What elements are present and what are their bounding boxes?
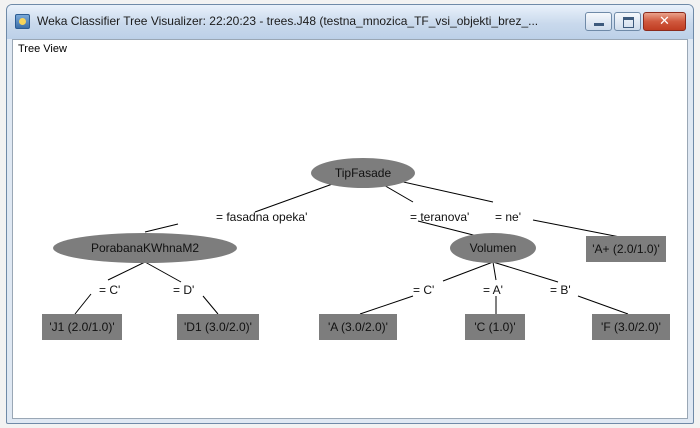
edge-line [492,261,497,281]
tree-view-panel: Tree View [12,39,688,419]
leaf-label-j1: 'J1 (2.0/1.0)' [49,320,114,334]
tree-leaf-f[interactable] [592,314,670,340]
edge-line [202,295,219,315]
close-button[interactable]: ✕ [643,12,686,31]
edge-line [492,261,559,283]
edge-line [144,261,182,283]
edge-line [532,219,626,239]
window-title: Weka Classifier Tree Visualizer: 22:20:2… [37,14,539,28]
edge-label-a-right: = A' [483,283,503,297]
close-icon: ✕ [659,14,670,29]
leaf-label-a-plus: 'A+ (2.0/1.0)' [592,242,660,256]
edge-line [144,223,179,233]
tree-leaf-c[interactable] [465,314,525,340]
edge-line [577,295,629,315]
tree-leaf-j1[interactable] [42,314,122,340]
edge-line [359,295,414,315]
tree-node-volumen[interactable] [450,233,536,263]
leaf-label-f: 'F (3.0/2.0)' [601,320,661,334]
edge-label-b-right: = B' [550,283,571,297]
leaf-label-a: 'A (3.0/2.0)' [328,320,388,334]
edge-line [74,293,92,315]
tree-leaf-a-plus[interactable] [586,236,666,262]
tree-node-root[interactable] [311,158,415,188]
classifier-tree-window: Weka Classifier Tree Visualizer: 22:20:2… [6,4,694,424]
edge-label-fasadna: = fasadna opeka' [216,210,307,224]
edge-label-c-left: = C' [99,283,120,297]
edge-label-ne: = ne' [495,210,521,224]
edge-label-d-left: = D' [173,283,194,297]
tree-leaf-a[interactable] [319,314,397,340]
weka-app-icon [15,14,30,29]
maximize-button[interactable] [614,12,641,31]
node-label-porabana: PorabanaKWhnaM2 [91,241,199,255]
tree-view-label: Tree View [18,43,67,55]
tree-leaf-d1[interactable] [177,314,259,340]
edge-line [107,261,146,281]
node-label-root: TipFasade [335,166,392,180]
leaf-label-d1: 'D1 (3.0/2.0)' [184,320,252,334]
decision-tree-canvas[interactable]: = fasadna opeka' = teranova' = ne' = C' … [13,40,689,420]
tree-node-porabana[interactable] [53,233,237,263]
minimize-button[interactable] [585,12,612,31]
edge-line [442,261,494,282]
edge-label-teranova: = teranova' [410,210,469,224]
edge-label-c-right: = C' [413,283,434,297]
node-label-volumen: Volumen [470,241,517,255]
title-bar[interactable]: Weka Classifier Tree Visualizer: 22:20:2… [7,5,693,39]
leaf-label-c: 'C (1.0)' [474,320,515,334]
